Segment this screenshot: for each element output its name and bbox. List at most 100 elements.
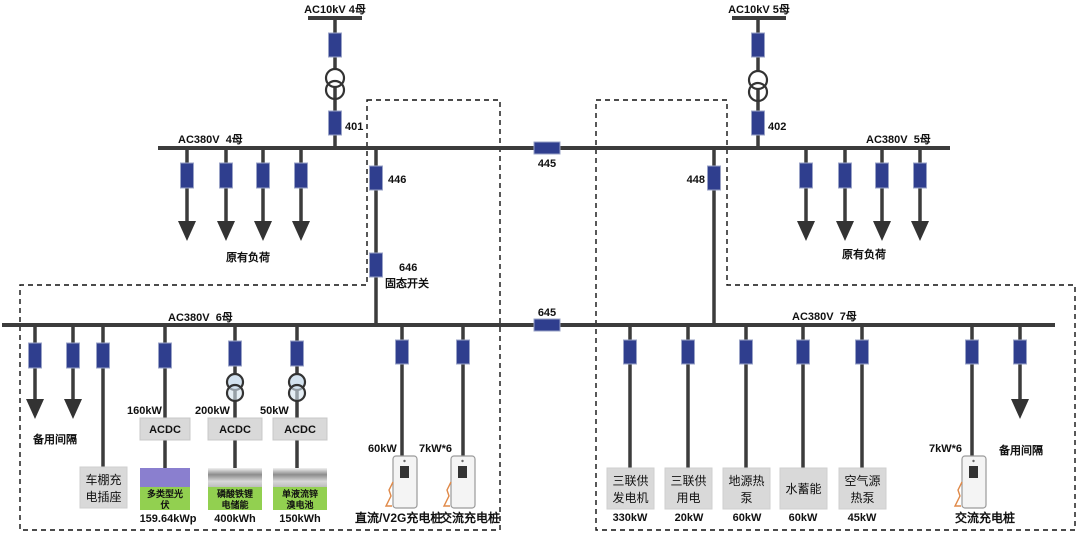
switch-402-label: 402 [768, 121, 786, 133]
ac-charger-label-bus6: 交流充电桩 [440, 510, 500, 525]
existing-load-label: 原有负荷 [226, 250, 270, 264]
ac-charger-branch-bus6: 7kW*6 [419, 325, 476, 509]
battery-icon [208, 468, 262, 487]
pv-converter-label: ACDC [149, 424, 181, 436]
load-power-label: 60kW [789, 512, 818, 524]
load-label-line2: 发电机 [612, 490, 648, 505]
solid-state-switch-646-icon [369, 252, 383, 278]
breaker-446-icon [369, 165, 383, 191]
ac10kv-5-bus-label: AC10kV 5母 [728, 3, 790, 16]
load-power-label: 330kW [613, 512, 648, 524]
ac-charger-power-label: 7kW*6 [929, 443, 962, 455]
incoming-feeder-4: AC10kV 4母 401 [304, 3, 366, 148]
breaker-icon [739, 339, 753, 365]
znbr-power-label: 50kW [260, 405, 289, 417]
pv-power-label: 160kW [127, 405, 162, 417]
znbr-storage-branch: 50kW ACDC 单液流锌 溴电池 150kWh [260, 325, 328, 525]
breaker-icon [875, 162, 889, 189]
transformer-icon [747, 81, 769, 103]
load-label-line1: 地源热 [728, 474, 764, 488]
load-power-label: 60kW [733, 512, 762, 524]
znbr-label-box [273, 487, 327, 510]
load-box [838, 467, 887, 510]
ac380v-6-bus-label: AC380V 6母 [168, 311, 233, 324]
load-label-line1: 三联供 [612, 474, 648, 488]
pv-label-line1: 多类型光 [147, 488, 183, 499]
charging-pile-icon [442, 455, 476, 509]
lfp-label-line2: 电储能 [221, 499, 248, 510]
microgrid-region-right [595, 99, 1076, 531]
load-arrow-icon [911, 221, 929, 241]
load-arrow-icon [254, 221, 272, 241]
ac-charger-branch-bus7: 7kW*6 交流充电桩 [929, 325, 1015, 525]
transformer-icon [225, 383, 245, 403]
load-arrow-icon [797, 221, 815, 241]
breaker-icon [855, 339, 869, 365]
znbr-capacity-label: 150kWh [279, 513, 321, 525]
bus7-load-4: 水蓄能 60kW [779, 325, 828, 524]
switch-448-label: 448 [687, 174, 705, 186]
load-power-label: 45kW [848, 512, 877, 524]
ac10kv-4-bus-label: AC10kV 4母 [304, 3, 366, 16]
breaker-icon [180, 162, 194, 189]
carport-socket-box [79, 466, 128, 509]
load-box [722, 467, 771, 510]
ac380v-7-bus-label: AC380V 7母 [792, 310, 857, 323]
spare-arrow-icon [1011, 399, 1029, 419]
load-label-line1: 水蓄能 [785, 482, 821, 496]
ac380v-4-bus-label: AC380V 4母 [178, 133, 243, 146]
bus7-load-2: 三联供 用电 20kW [664, 325, 713, 524]
lfp-converter-label: ACDC [219, 424, 251, 436]
lfp-acdc-converter-box [207, 417, 263, 441]
bus7-load-1: 三联供 发电机 330kW [606, 325, 655, 524]
pv-label-box [140, 487, 190, 510]
load-label-line2: 泵 [740, 491, 752, 505]
carport-socket-label-line1: 车棚充 [85, 472, 121, 487]
znbr-label-line1: 单液流锌 [282, 488, 318, 499]
breaker-icon [456, 339, 470, 365]
load-power-label: 20kW [675, 512, 704, 524]
ac-charger-label-bus7: 交流充电桩 [955, 510, 1015, 525]
load-box [779, 467, 828, 510]
battery-icon [273, 468, 327, 487]
breaker-icon [158, 342, 172, 369]
breaker-icon [395, 339, 409, 365]
load-arrow-icon [178, 221, 196, 241]
breaker-icon [965, 339, 979, 365]
bus-tie-breaker-645-icon [533, 318, 561, 332]
breaker-icon [799, 162, 813, 189]
spare-bay-label: 备用间隔 [998, 443, 1043, 457]
breaker-icon [751, 32, 765, 58]
breaker-icon [838, 162, 852, 189]
ac380v-5-bus-label: AC380V 5母 [866, 133, 931, 146]
spare-arrow-icon [64, 399, 82, 419]
dc-charger-label: 直流/V2G充电桩 [355, 510, 442, 525]
breaker-icon [228, 340, 242, 367]
breaker-icon [96, 342, 110, 369]
load-arrow-icon [873, 221, 891, 241]
load-arrow-icon [836, 221, 854, 241]
bus4-existing-loads: 原有负荷 [178, 148, 310, 264]
dc-v2g-charger-branch: 60kW [368, 325, 418, 509]
spare-bay-label: 备用间隔 [32, 432, 77, 446]
bus6-spare-feeders: 备用间隔 [26, 325, 82, 446]
load-label-line2: 热泵 [850, 491, 874, 505]
breaker-icon [219, 162, 233, 189]
bus-tie-breaker-445-icon [533, 141, 561, 155]
tie-446-646: 446 646 固态开关 [369, 148, 429, 325]
transformer-icon [324, 79, 346, 101]
breaker-402-icon [751, 110, 765, 136]
switch-445-label: 445 [538, 158, 556, 170]
znbr-label-line2: 溴电池 [286, 499, 313, 510]
lfp-label-line1: 磷酸铁锂 [217, 488, 253, 499]
breaker-icon [796, 339, 810, 365]
breaker-401-icon [328, 110, 342, 136]
breaker-448-icon [707, 165, 721, 191]
lfp-label-box [208, 487, 262, 510]
switch-645-label: 645 [538, 307, 556, 319]
pv-acdc-converter-box [139, 417, 191, 441]
znbr-acdc-converter-box [272, 417, 328, 441]
load-arrow-icon [217, 221, 235, 241]
bus5-existing-loads: 原有负荷 [797, 148, 929, 261]
